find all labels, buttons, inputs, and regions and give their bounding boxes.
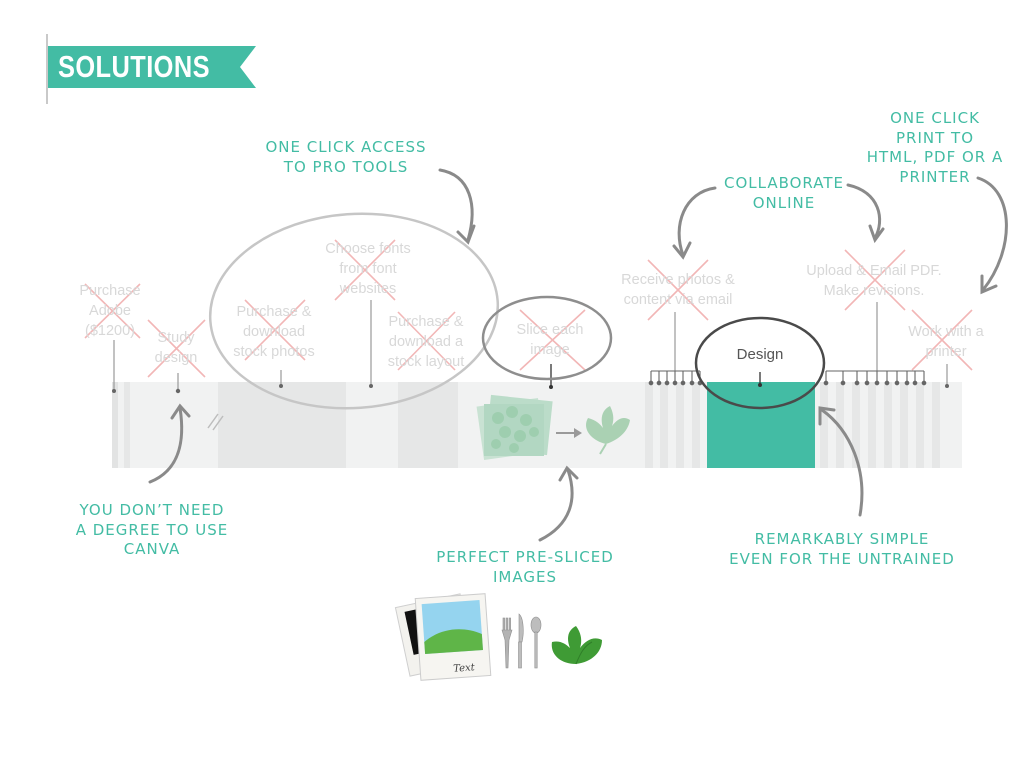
knife-icon <box>518 613 524 669</box>
leaf-icon <box>586 406 630 455</box>
strike-marks <box>84 239 973 378</box>
arrow-collaborate-left <box>677 186 717 257</box>
spoon-icon <box>530 616 542 669</box>
title-banner: SOLUTIONS <box>46 34 256 104</box>
step-upload-email-pdf: Upload & Email PDF.Make revisions. <box>806 263 942 299</box>
banner-shape <box>48 46 256 88</box>
arrow-pre-sliced <box>538 468 574 542</box>
design-label: Design <box>736 346 784 363</box>
arrow-no-degree <box>148 406 184 484</box>
arrow-collaborate-right <box>846 183 882 240</box>
pro-tools-circle <box>208 212 500 410</box>
basil-leaf-icon <box>551 626 602 665</box>
arrow-simple <box>820 408 864 517</box>
arrow-pro-tools <box>438 168 474 242</box>
slice-circle <box>481 295 613 381</box>
arrow-print <box>976 176 1008 292</box>
photo-frame-icon <box>394 593 492 681</box>
step-receive-photos: Receive photos &content via email <box>621 272 735 308</box>
leaf-stack <box>476 394 553 461</box>
cursor-arrow-icon <box>556 428 582 438</box>
banner-divider <box>46 34 48 104</box>
page-title: SOLUTIONS <box>58 49 210 84</box>
design-circle <box>694 316 826 410</box>
fork-icon <box>501 617 513 669</box>
design-block <box>707 382 815 468</box>
